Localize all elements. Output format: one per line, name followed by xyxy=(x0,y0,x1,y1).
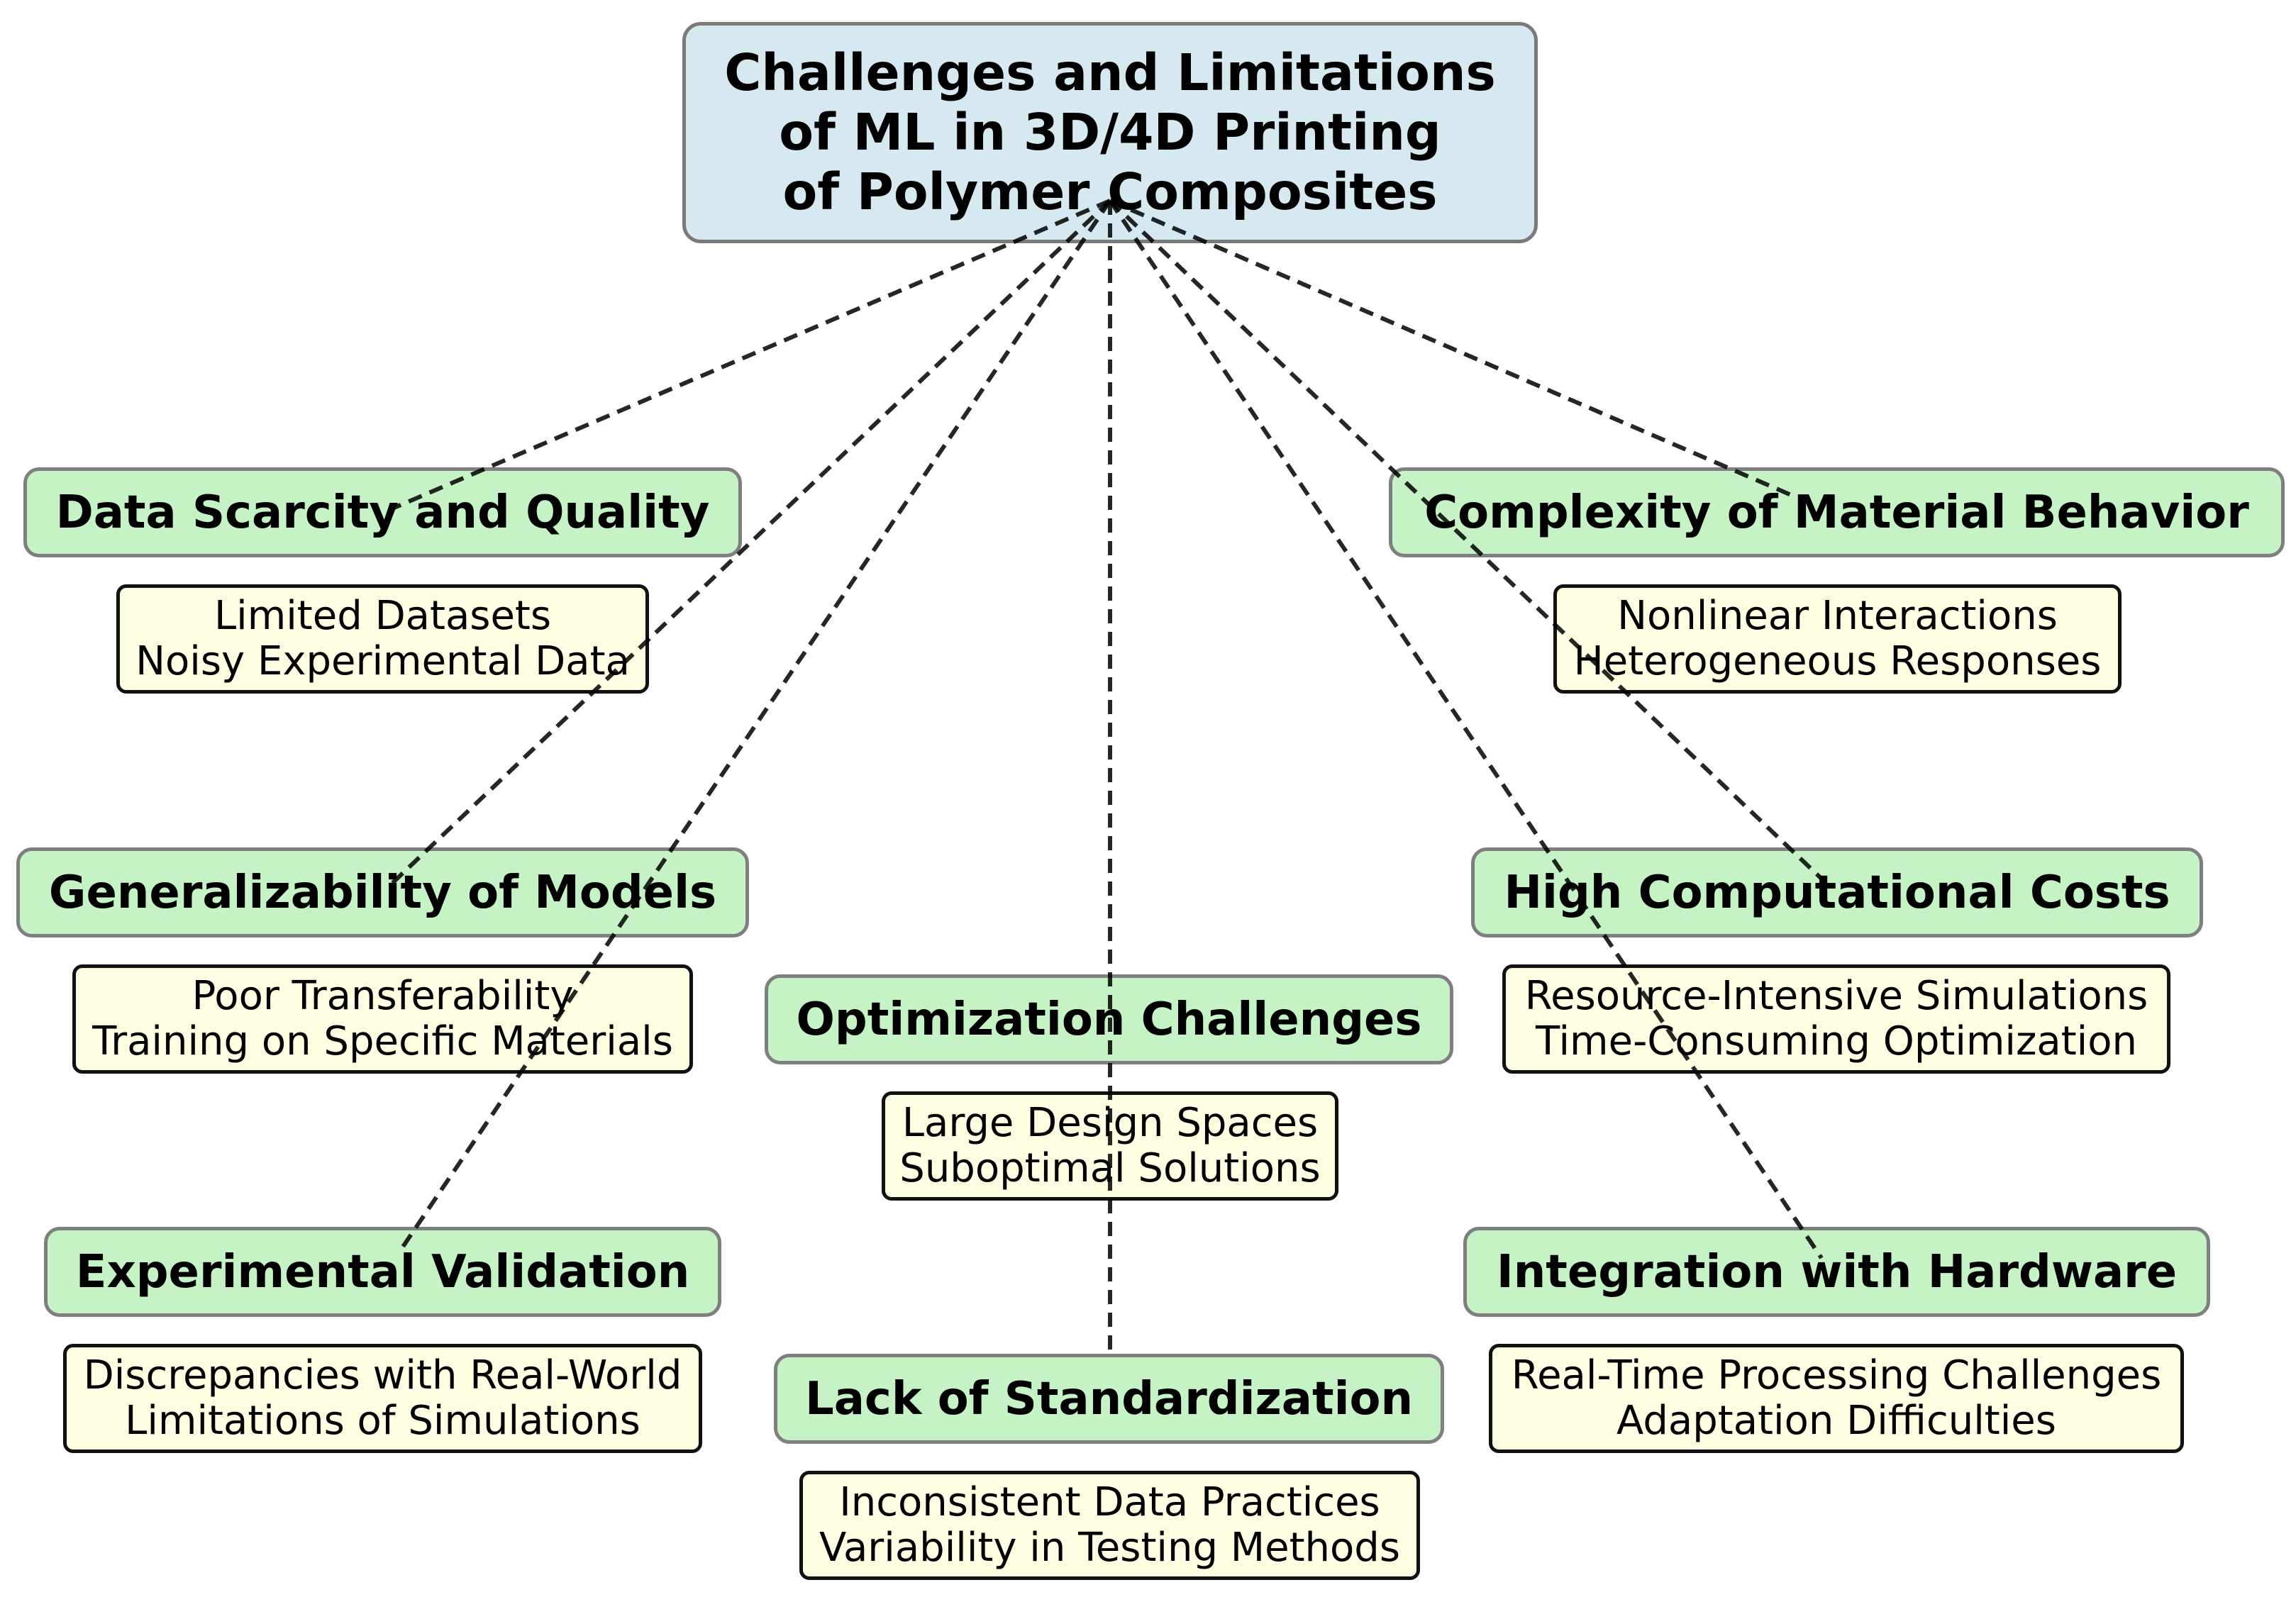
category-title: Lack of Standardization xyxy=(804,1372,1414,1425)
detail-node-data-scarcity: Limited Datasets Noisy Experimental Data xyxy=(116,584,649,694)
category-title: Integration with Hardware xyxy=(1496,1245,2178,1298)
category-title: Data Scarcity and Quality xyxy=(55,486,710,539)
connector-material-behavior xyxy=(1109,199,1797,499)
detail-line: Limitations of Simulations xyxy=(125,1398,640,1444)
category-node-material-behavior: Complexity of Material Behavior xyxy=(1389,467,2285,557)
detail-line: Variability in Testing Methods xyxy=(819,1525,1401,1571)
detail-line: Discrepancies with Real-World xyxy=(83,1352,682,1398)
detail-line: Poor Transferability xyxy=(192,973,574,1019)
detail-line: Noisy Experimental Data xyxy=(135,638,630,684)
detail-line: Training on Specific Materials xyxy=(92,1018,673,1064)
category-node-optimization: Optimization Challenges xyxy=(765,974,1453,1064)
connector-data-scarcity xyxy=(389,199,1111,511)
root-title-line-2: of ML in 3D/4D Printing xyxy=(779,103,1441,162)
root-title-line-3: of Polymer Composites xyxy=(782,162,1438,221)
detail-line: Nonlinear Interactions xyxy=(1617,593,2058,639)
detail-line: Large Design Spaces xyxy=(902,1100,1319,1146)
root-node: Challenges and Limitations of ML in 3D/4… xyxy=(682,22,1538,243)
detail-line: Adaptation Difficulties xyxy=(1616,1398,2056,1444)
category-title: High Computational Costs xyxy=(1504,866,2170,919)
root-title-line-1: Challenges and Limitations xyxy=(724,43,1496,102)
detail-node-generalizability: Poor Transferability Training on Specifi… xyxy=(72,964,693,1074)
category-node-hardware-integration: Integration with Hardware xyxy=(1463,1227,2210,1317)
category-title: Generalizability of Models xyxy=(48,866,717,919)
detail-line: Resource-Intensive Simulations xyxy=(1524,973,2148,1019)
detail-node-optimization: Large Design Spaces Suboptimal Solutions xyxy=(882,1091,1338,1201)
category-node-data-scarcity: Data Scarcity and Quality xyxy=(23,467,742,557)
detail-line: Inconsistent Data Practices xyxy=(839,1479,1380,1525)
detail-line: Real-Time Processing Challenges xyxy=(1511,1352,2162,1398)
detail-line: Limited Datasets xyxy=(213,593,552,639)
category-node-standardization: Lack of Standardization xyxy=(774,1354,1444,1444)
detail-node-standardization: Inconsistent Data Practices Variability … xyxy=(799,1471,1420,1580)
category-node-computational-costs: High Computational Costs xyxy=(1471,847,2203,937)
detail-node-material-behavior: Nonlinear Interactions Heterogeneous Res… xyxy=(1553,584,2122,694)
category-node-experimental-validation: Experimental Validation xyxy=(44,1227,721,1317)
detail-line: Heterogeneous Responses xyxy=(1573,638,2102,684)
detail-line: Suboptimal Solutions xyxy=(899,1145,1321,1191)
category-title: Complexity of Material Behavior xyxy=(1424,486,2249,539)
category-title: Experimental Validation xyxy=(75,1245,690,1298)
detail-node-computational-costs: Resource-Intensive Simulations Time-Cons… xyxy=(1502,964,2170,1074)
detail-node-hardware-integration: Real-Time Processing Challenges Adaptati… xyxy=(1489,1344,2184,1453)
detail-line: Time-Consuming Optimization xyxy=(1536,1018,2137,1064)
detail-node-experimental-validation: Discrepancies with Real-World Limitation… xyxy=(63,1344,702,1453)
category-node-generalizability: Generalizability of Models xyxy=(16,847,749,937)
category-title: Optimization Challenges xyxy=(796,993,1422,1046)
